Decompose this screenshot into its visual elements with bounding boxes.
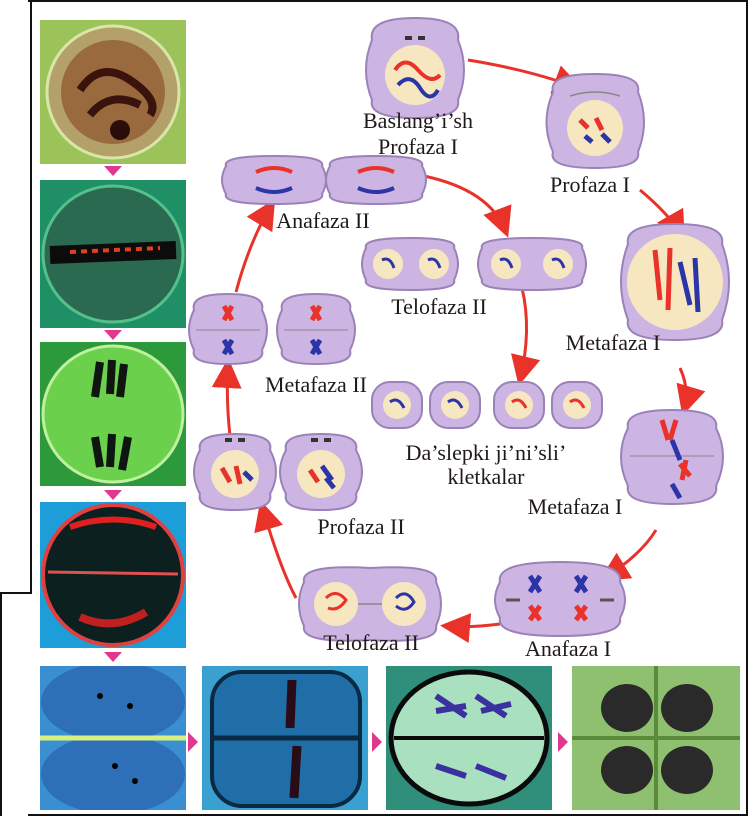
cell-early-prophase-one — [366, 18, 464, 118]
label-early-prophase-line1: Baslang’i’sh — [358, 108, 478, 134]
label-daughter-cells-line1: Da’slepki ji’ni’sli’ — [376, 440, 596, 466]
cell-metafaza-one-b — [621, 410, 723, 504]
label-metafaza-one-b: Metafaza I — [510, 494, 640, 520]
cell-prophase-one — [547, 74, 645, 168]
cell-telofaza-two-mid-right — [478, 238, 586, 290]
label-early-prophase-line2: Profaza I — [358, 134, 478, 160]
label-anafaza-two: Anafaza II — [258, 208, 388, 234]
label-daughter-cells-line2: kletkalar — [376, 464, 596, 490]
label-profaza-one: Profaza I — [530, 172, 650, 198]
cell-metafaza-two-right — [277, 294, 355, 364]
label-anafaza-one: Anafaza I — [508, 636, 628, 662]
label-telofaza-two-bottom: Telofaza II — [306, 630, 436, 656]
cell-telofaza-two-mid-left — [362, 238, 458, 290]
daughter-cell-4 — [552, 382, 602, 428]
cell-anafaza-two-left — [222, 156, 326, 204]
cell-anafaza-one — [495, 562, 625, 636]
label-metafaza-one-a: Metafaza I — [548, 330, 678, 356]
cell-profaza-two-left — [194, 434, 276, 510]
cell-profaza-two-right — [280, 434, 362, 510]
daughter-cell-2 — [430, 382, 480, 428]
daughter-cell-3 — [494, 382, 544, 428]
cell-anafaza-two-right — [326, 156, 426, 204]
cell-metafaza-two-left — [189, 294, 267, 364]
label-profaza-two: Profaza II — [296, 514, 426, 540]
label-telofaza-two-mid: Telofaza II — [374, 294, 504, 320]
cell-metafaza-one-a — [621, 224, 729, 340]
daughter-cells — [372, 382, 602, 428]
label-metafaza-two: Metafaza II — [246, 372, 386, 398]
